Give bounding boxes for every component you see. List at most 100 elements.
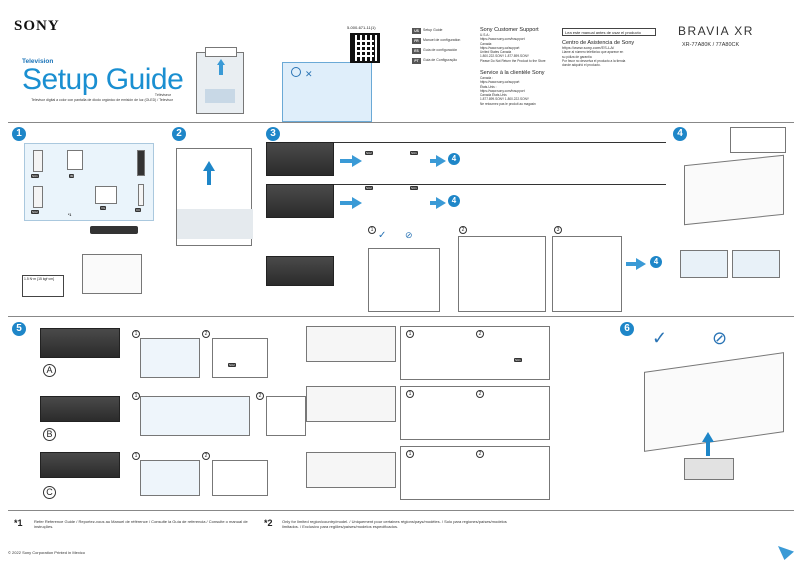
arrow-icon [430,155,446,167]
language-code: ES [412,48,421,54]
support-line: donde adquirió el producto. [562,63,601,68]
arrow-icon [340,197,362,209]
do-not-illustration: ✕ [282,62,372,122]
part-label: SU2 [31,210,39,214]
footnote-marker: *1 [68,213,72,217]
tv-panel-edge [334,142,666,143]
substep-badge: 1 [132,330,140,338]
stand-attach-illustration [458,236,546,312]
screw-label: SU1 [514,358,522,362]
language-label: Guía de configuración [423,48,458,52]
box-illustration [82,254,142,294]
step-4-badge: 4 [673,127,687,141]
part-label: IM [69,174,75,178]
part-label: VG [100,206,107,210]
step-1-badge: 1 [12,127,26,141]
remote-part [137,150,145,176]
footnote-1-mark: *1 [14,518,23,528]
lift-arrow-icon [702,432,714,442]
footnote-1-text: Refer Reference Guide / Reportez-vous au… [34,519,248,529]
substep-badge: 2 [202,330,210,338]
tv-variant-c [40,452,120,478]
torque-value: 1.5 N·m {15 kgf·cm} [24,277,55,281]
support-line: Canada : [480,76,493,80]
detail-panel [732,250,780,278]
read-manual-box: Lea este manual antes de usar el product… [562,28,656,36]
screw-label: SU2 [365,186,373,190]
support-en: Sony Customer Support U.S.A.: https://ww… [480,27,558,63]
divider [8,122,794,123]
detail-panel [680,250,728,278]
detail-box [400,326,550,380]
support-url[interactable]: https://www.sony.ca/support [480,80,520,85]
corner-logo-icon [778,546,794,560]
check-icon: ✓ [378,230,387,241]
cover-attach-illustration [140,396,250,436]
support-line: Por favor no devuelva el producto a la t… [562,58,626,63]
cover-part [138,184,144,206]
detail-box [400,446,550,500]
support-line: su póliza de garantía [562,54,592,59]
step-3-badge: 3 [266,127,280,141]
variant-c-label: C [43,486,56,499]
support-url[interactable]: https://www.sony.ca/support [480,45,520,50]
tv-back-illustration [306,452,396,488]
support-line: Canada: [480,41,493,46]
stand-illustration [684,458,734,480]
arrow-icon [340,155,362,167]
support-line: Canada États-Unis [480,93,507,98]
tv-upright-illustration [684,154,784,226]
support-url[interactable]: https://www.sony.com/tvsupport [480,37,525,42]
substep-badge: 2 [476,330,484,338]
goto-step-4-badge: 4 [448,153,460,165]
support-note: Ne retournez pas le produit au magasin [480,101,536,106]
manual-part [67,150,83,170]
brand-logo: SONY [14,18,60,34]
torque-box: 1.5 N·m {15 kgf·cm} [22,275,64,297]
support-line: États-Unis : [480,84,497,89]
page-title: Setup Guide [22,63,184,96]
stand-attach-illustration [552,236,622,312]
substep-badge: 1 [406,330,414,338]
language-label: Manuel de configuration [423,38,461,42]
substep-badge: 2 [202,452,210,460]
warning-panel [730,127,786,153]
substep-badge: 2 [476,390,484,398]
support-line: Llame al número telefónico que aparece e… [562,50,624,55]
substep-badge: 3 [554,226,562,234]
support-line: United States Canada [480,50,512,55]
screw-label: SU2 [228,363,236,367]
cover-attach-illustration [266,396,306,436]
arrow-icon [626,258,646,270]
support-es: Centro de Asistencia de Sony https://www… [562,40,662,67]
language-code: FR [412,38,421,44]
divider [8,510,794,511]
part-number: 5-000-671-11(1) [347,25,376,30]
tv-box-illustration [196,47,244,114]
footnote-2-mark: *2 [264,518,273,528]
support-fr: Service à la clientèle Sony Canada : htt… [480,70,558,106]
screw-label: SU1 [410,186,418,190]
category-label: Television [22,58,54,65]
part-label: SU1 [31,174,39,178]
support-title-fr: Service à la clientèle Sony [480,70,545,76]
substep-badge: 1 [406,390,414,398]
footnote-2-text: Only for limited region/country/model. /… [282,519,507,529]
support-url[interactable]: https://www.sony.com/ES-LA/ [562,45,615,50]
support-url[interactable]: https://www.sony.com/tvsupport [480,88,525,93]
unbox-illustration [176,148,253,246]
support-line: U.S.A.: [480,33,491,37]
stand-part [33,186,43,208]
goto-step-4-badge: 4 [448,195,460,207]
copyright: © 2022 Sony Corporation Printed in Mexic… [8,550,85,555]
qr-code[interactable] [350,33,380,63]
substep-badge: 1 [132,392,140,400]
cover-attach-illustration [212,338,268,378]
support-title-en: Sony Customer Support [480,27,539,33]
tv-back-illustration [306,386,396,422]
